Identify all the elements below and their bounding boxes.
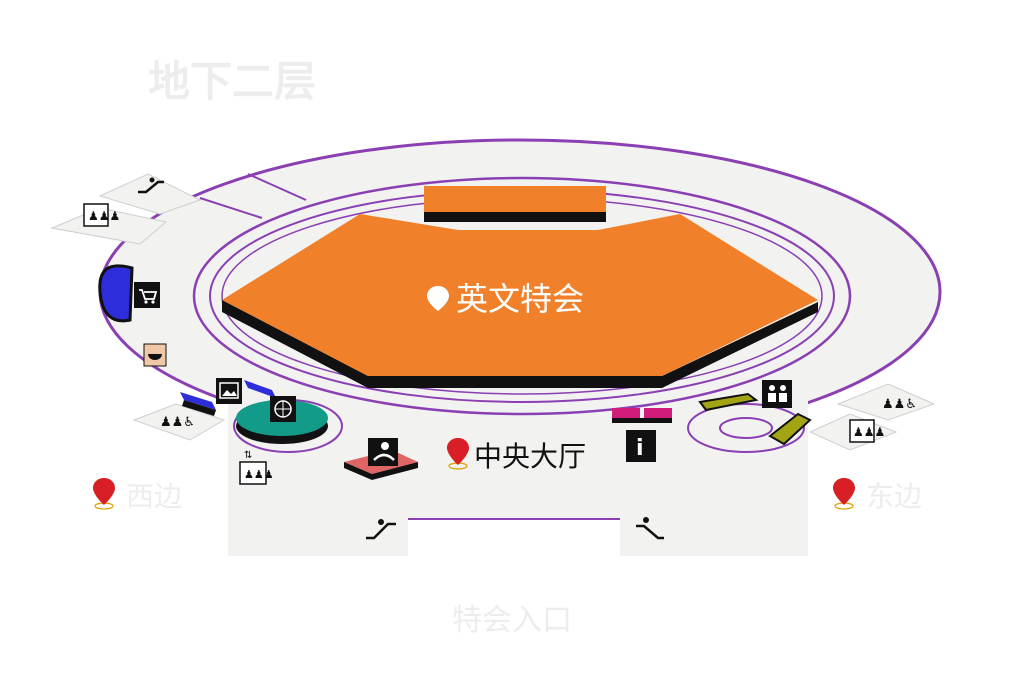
svg-text:♟♟♟: ♟♟♟ [244,468,274,481]
center-marker[interactable]: 中央大厅 [447,438,586,473]
elevator-icon[interactable]: ⇅ ♟♟♟ [239,450,274,485]
location-pin-icon [427,286,449,311]
restroom-icon[interactable]: ♟♟♟ [849,419,885,443]
east-label: 东边 [866,480,922,513]
east-rotunda[interactable] [687,392,812,453]
location-pin-icon [833,478,855,505]
globe-icon[interactable] [270,396,296,422]
shopping-cart-icon[interactable] [134,282,160,308]
gallery-icon[interactable] [216,378,242,404]
location-pin-icon [93,478,115,505]
restroom-icon[interactable]: ♟♟♟ [83,203,120,227]
west-label: 西边 [126,480,182,513]
center-label: 中央大厅 [474,440,586,473]
svg-text:♟♟♟: ♟♟♟ [88,209,120,223]
main-hall[interactable] [222,214,818,388]
location-pin-icon [447,438,469,465]
svg-text:♟♟♿: ♟♟♿ [160,415,195,430]
entrance-label: 特会入口 [452,603,572,638]
svg-text:⇅: ⇅ [244,450,252,461]
escalator-icon[interactable] [366,519,396,540]
accessible-restroom-icon[interactable]: ♟♟♿ [882,397,917,412]
west-marker[interactable]: 西边 [93,478,182,513]
stage-block [424,186,606,222]
svg-text:♟♟♿: ♟♟♿ [882,397,917,412]
svg-text:♟♟♟: ♟♟♟ [853,425,885,439]
floor-title: 地下二层 [148,57,316,106]
info-icon[interactable]: i [626,430,656,462]
escalator-icon[interactable] [138,177,164,194]
family-icon[interactable] [762,380,792,408]
svg-text:i: i [636,436,644,461]
hall-label: 英文特会 [456,280,584,318]
blue-store[interactable] [98,264,134,323]
escalator-icon[interactable] [636,517,664,540]
accessible-restroom-icon[interactable]: ♟♟♿ [160,415,195,430]
nursery-icon[interactable] [368,438,398,466]
east-marker[interactable]: 东边 [833,478,922,513]
magenta-doors [612,408,672,423]
hall-marker[interactable]: 英文特会 [427,280,584,318]
west-corridors [50,173,226,441]
food-bowl-icon[interactable] [143,343,167,367]
